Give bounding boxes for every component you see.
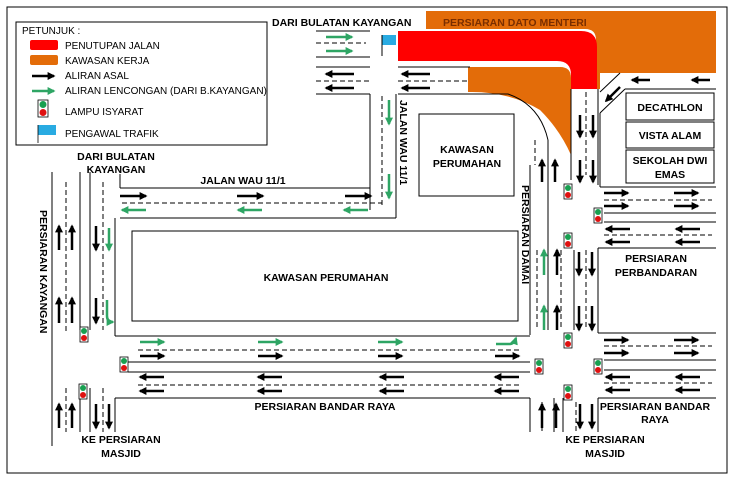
label-bandar-raya-right-1: PERSIARAN BANDAR bbox=[600, 401, 711, 413]
legend-label: ALIRAN LENCONGAN (DARI B.KAYANGAN) bbox=[65, 86, 267, 97]
place-labels: DARI BULATAN KAYANGAN PERSIARAN DATO MEN… bbox=[37, 17, 711, 460]
kawasan-perumahan-big bbox=[131, 230, 519, 322]
label-kawasan-perumahan-2: PERUMAHAN bbox=[433, 158, 501, 170]
work-zone-areas bbox=[426, 11, 716, 155]
label-dari-bulatan-kayangan: DARI BULATAN KAYANGAN bbox=[272, 17, 411, 29]
legend: PETUNJUK : PENUTUPAN JALAN KAWASAN KERJA… bbox=[15, 21, 268, 146]
work-zone-swatch bbox=[30, 55, 58, 65]
label-kawasan-perumahan-big: KAWASAN PERUMAHAN bbox=[264, 272, 389, 284]
traffic-marshal-flag-icon bbox=[37, 125, 56, 143]
label-vista-alam: VISTA ALAM bbox=[639, 130, 702, 142]
road-lines bbox=[51, 30, 716, 446]
work-zone-top bbox=[426, 11, 716, 89]
decathlon-building bbox=[625, 92, 715, 121]
label-decathlon: DECATHLON bbox=[637, 102, 702, 114]
legend-title: PETUNJUK : bbox=[22, 26, 80, 37]
road-closure-swatch bbox=[30, 40, 58, 50]
traffic-light-icon bbox=[563, 232, 573, 249]
detour-flow-arrows bbox=[104, 32, 549, 347]
kawasan-perumahan-small bbox=[418, 113, 515, 197]
label-masjid-right-1: KE PERSIARAN bbox=[565, 434, 644, 446]
label-bandar-raya-right-2: RAYA bbox=[641, 414, 669, 426]
traffic-light-icon bbox=[593, 358, 603, 375]
label-masjid-left-1: KE PERSIARAN bbox=[81, 434, 160, 446]
label-sekolah-dwi-emas-2: EMAS bbox=[655, 169, 685, 181]
label-persiaran-bandar-raya: PERSIARAN BANDAR RAYA bbox=[255, 401, 396, 413]
label-masjid-left-2: MASJID bbox=[101, 448, 141, 460]
label-persiaran-damai: PERSIARAN DAMAI bbox=[519, 185, 531, 284]
label-dari-bulatan-left-2: KAYANGAN bbox=[87, 164, 146, 176]
traffic-light-icon bbox=[37, 99, 49, 118]
label-persiaran-dato-menteri: PERSIARAN DATO MENTERI bbox=[443, 17, 587, 29]
traffic-light-icon bbox=[563, 384, 573, 401]
sekolah-building bbox=[625, 149, 715, 184]
legend-label: KAWASAN KERJA bbox=[65, 56, 150, 67]
label-persiaran-kayangan: PERSIARAN KAYANGAN bbox=[37, 210, 49, 334]
traffic-light-icon bbox=[563, 332, 573, 349]
traffic-light-icon bbox=[79, 326, 89, 343]
traffic-light-icon bbox=[119, 356, 129, 373]
legend-label: PENUTUPAN JALAN bbox=[65, 41, 160, 52]
traffic-marshal-flag-icon bbox=[381, 35, 396, 56]
traffic-signals bbox=[78, 183, 603, 401]
label-jalan-wau-vertical: JALAN WAU 11/1 bbox=[397, 100, 409, 185]
road-closure-area bbox=[398, 31, 597, 89]
traffic-light-icon bbox=[78, 383, 88, 400]
work-zone-corner bbox=[468, 67, 571, 155]
traffic-light-icon bbox=[593, 207, 603, 224]
label-kawasan-perumahan-1: KAWASAN bbox=[440, 144, 494, 156]
original-flow-arrows bbox=[54, 69, 710, 430]
legend-label: LAMPU ISYARAT bbox=[65, 107, 144, 118]
label-jalan-wau-horizontal: JALAN WAU 11/1 bbox=[200, 175, 285, 187]
label-perbandaran-1: PERSIARAN bbox=[625, 253, 687, 265]
traffic-light-icon bbox=[563, 183, 573, 200]
label-masjid-right-2: MASJID bbox=[585, 448, 625, 460]
vista-alam-building bbox=[625, 121, 715, 149]
label-perbandaran-2: PERBANDARAN bbox=[615, 267, 697, 279]
label-sekolah-dwi-emas-1: SEKOLAH DWI bbox=[633, 155, 708, 167]
legend-label: PENGAWAL TRAFIK bbox=[65, 129, 159, 140]
legend-label: ALIRAN ASAL bbox=[65, 71, 129, 82]
label-dari-bulatan-left-1: DARI BULATAN bbox=[77, 151, 155, 163]
traffic-light-icon bbox=[534, 358, 544, 375]
